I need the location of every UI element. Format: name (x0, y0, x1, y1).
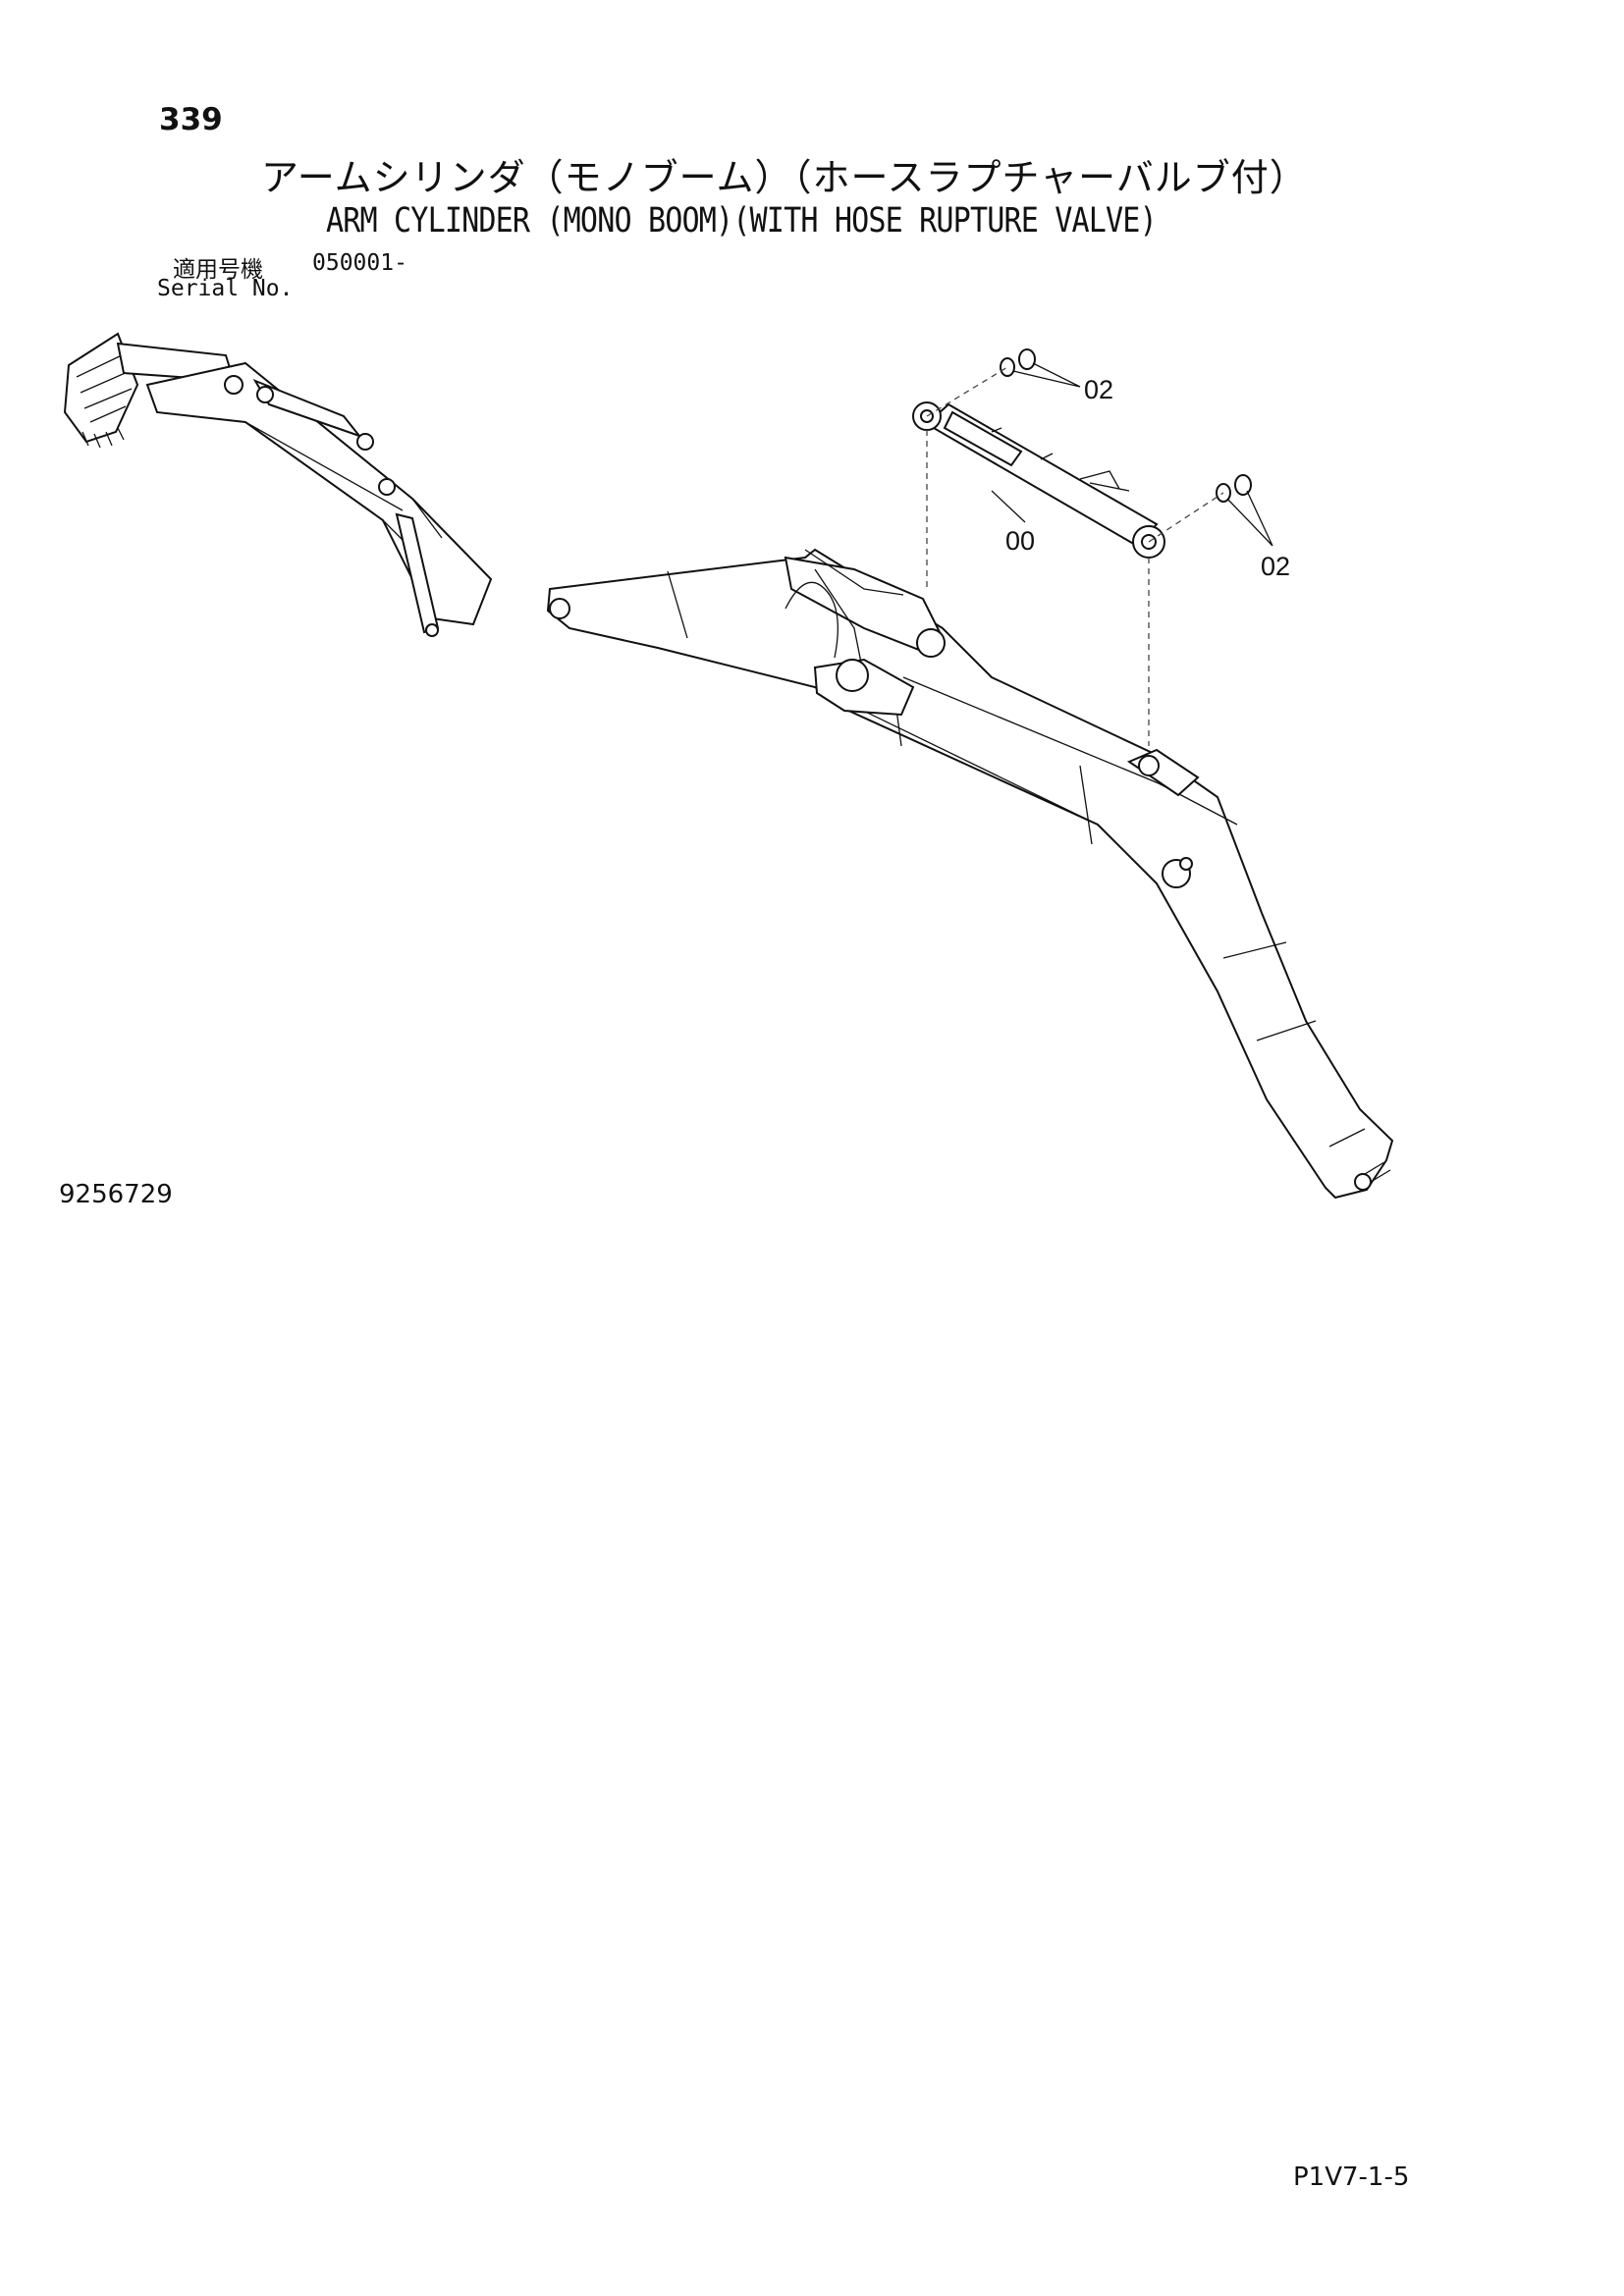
callout-pin-bottom: 02 (1261, 552, 1290, 581)
overview-arm-bucket-drawing (63, 332, 493, 637)
callout-pin-top: 02 (1084, 375, 1113, 404)
figure-number: 9256729 (59, 1180, 173, 1209)
arm-cylinder-drawing (912, 401, 1165, 559)
boom-drawing (546, 548, 1394, 1200)
serial-label-english: Serial No. (157, 276, 294, 301)
page-number: 339 (159, 102, 223, 137)
serial-value: 050001- (312, 250, 407, 276)
callout-cylinder: 00 (1005, 526, 1035, 556)
leader-lines (926, 362, 1273, 746)
serial-label-japanese: 適用号機 (173, 257, 263, 283)
page-reference: P1V7-1-5 (1293, 2163, 1410, 2192)
title-english: ARM CYLINDER (MONO BOOM)(WITH HOSE RUPTU… (326, 201, 1158, 240)
title-japanese: アームシリンダ（モノブーム）（ホースラプチャーバルブ付） (261, 156, 1308, 199)
